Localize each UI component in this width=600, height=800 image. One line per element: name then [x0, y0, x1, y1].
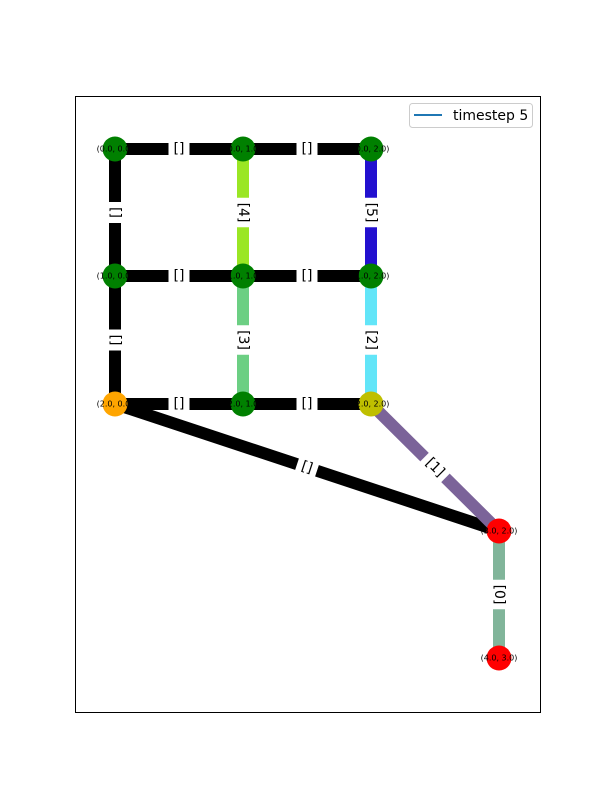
edge-label-group: [4] — [234, 197, 252, 228]
edge-label: [] — [174, 141, 185, 157]
edge-label-group: [] — [296, 267, 318, 285]
edge-label: [] — [107, 207, 123, 218]
edge-label-group: [] — [168, 267, 190, 285]
edge-label-group: [] — [168, 140, 190, 158]
edge-label-group: [] — [296, 395, 318, 413]
edge-label-group: [] — [106, 202, 124, 223]
node-n21 — [230, 391, 256, 417]
node-label: (4.0, 3.0) — [481, 654, 518, 663]
edge-label: [] — [302, 141, 313, 157]
edge-labels-layer: [][][][][][][][][4][3][5][2][][1][0] — [106, 140, 508, 610]
legend-box — [409, 103, 533, 128]
legend: timestep 5 — [409, 103, 533, 128]
node-label: (0.0, 0.0) — [97, 145, 134, 154]
edge-label-background — [296, 395, 318, 413]
edge-label-background — [168, 267, 190, 285]
legend-label: timestep 5 — [453, 108, 528, 124]
node-label: (0.0, 1.0) — [225, 145, 262, 154]
edge-label-background — [168, 140, 190, 158]
node-n42 — [486, 645, 512, 671]
edge-label-background — [296, 267, 318, 285]
edge-label: [0] — [491, 585, 507, 605]
node-n10 — [102, 263, 128, 289]
edge-label-background — [490, 579, 508, 610]
node-n22 — [358, 391, 384, 417]
edge-label-group: [5] — [362, 197, 380, 228]
edge-label-background — [106, 202, 124, 223]
edge-label-group: [] — [296, 140, 318, 158]
node-label: (1.0, 2.0) — [353, 272, 390, 281]
edge-label-group: [] — [106, 329, 124, 351]
edge-label-group: [2] — [362, 325, 380, 355]
edge-label-background — [234, 197, 252, 228]
node-label: (3.0, 2.0) — [481, 527, 518, 536]
edge-label-background — [168, 395, 190, 413]
node-n11 — [230, 263, 256, 289]
edge-label: [] — [302, 268, 313, 284]
edge-label-group: [3] — [234, 325, 252, 355]
edge-label-group: [] — [168, 395, 190, 413]
node-n00 — [102, 136, 128, 162]
edge-label: [4] — [235, 203, 251, 223]
edge-label: [] — [174, 396, 185, 412]
edge-label-background — [362, 325, 380, 355]
edge-label: [3] — [235, 330, 251, 350]
edge-label-group: [0] — [490, 579, 508, 610]
node-label: (1.0, 0.0) — [97, 272, 134, 281]
edge-label-background — [234, 325, 252, 355]
edge-label: [] — [174, 268, 185, 284]
node-n01 — [230, 136, 256, 162]
node-n20 — [102, 391, 128, 417]
edge-label-background — [294, 455, 320, 480]
edge-label-background — [296, 140, 318, 158]
edge-label-group: [] — [294, 455, 320, 480]
edge-label-background — [418, 450, 452, 485]
node-n32 — [486, 518, 512, 544]
node-label: (2.0, 0.0) — [97, 400, 134, 409]
node-label: (0.0, 2.0) — [353, 145, 390, 154]
node-label: (2.0, 1.0) — [225, 400, 262, 409]
edge-label: [] — [302, 396, 313, 412]
nodes-layer: (0.0, 0.0) (0.0, 1.0) (0.0, 2.0) (1.0, 0.0)… — [97, 136, 518, 671]
node-label: (2.0, 2.0) — [353, 400, 390, 409]
node-n02 — [358, 136, 384, 162]
edge-label-background — [106, 329, 124, 351]
edge-label: [2] — [363, 330, 379, 350]
edge-label: [] — [299, 458, 314, 477]
node-n12 — [358, 263, 384, 289]
node-label: (1.0, 1.0) — [225, 272, 262, 281]
edge-label: [] — [107, 335, 123, 346]
edge-label: [5] — [363, 203, 379, 223]
edge-label-background — [362, 197, 380, 228]
